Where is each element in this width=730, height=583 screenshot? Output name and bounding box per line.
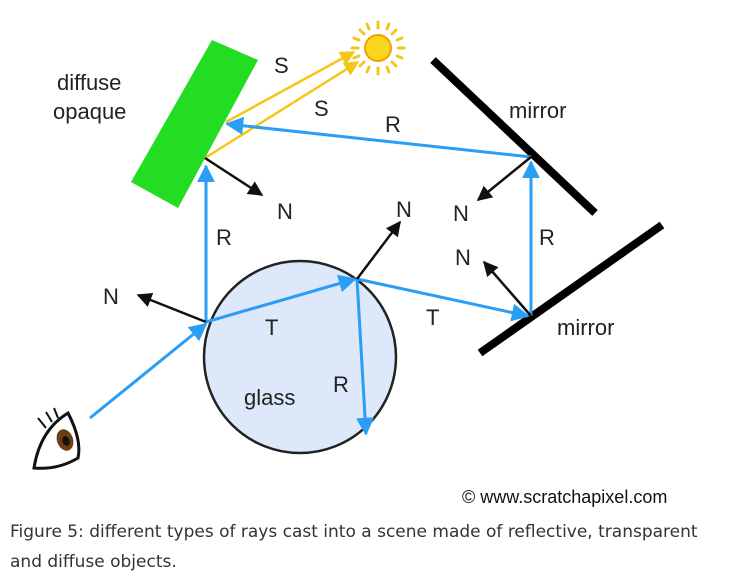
normal-diffuse	[204, 156, 264, 197]
transmission-ray-out	[356, 277, 530, 322]
mirror-bottom	[477, 221, 665, 357]
label-shadow-ray-1: S	[274, 53, 289, 78]
label-transmission-glass: T	[265, 315, 278, 340]
reflection-ray-to-diffuse-top	[225, 116, 532, 159]
figure-caption: Figure 5: different types of rays cast i…	[10, 522, 698, 572]
label-normal-glass-top: N	[396, 197, 412, 222]
ray-diagram: diffuse opaque mirror mirror glass S S R…	[32, 20, 667, 507]
label-normal-eye: N	[103, 284, 119, 309]
diffuse-object	[131, 40, 258, 208]
label-reflection-top: R	[385, 112, 401, 137]
label-diffuse: diffuse	[57, 70, 121, 95]
glass-sphere	[202, 259, 398, 455]
label-transmission-out: T	[426, 305, 439, 330]
normal-mirror-top	[476, 156, 532, 201]
reflection-ray-in-glass	[355, 278, 375, 436]
label-normal-diffuse: N	[277, 199, 293, 224]
label-mirror-top: mirror	[509, 98, 566, 123]
credit-text: © www.scratchapixel.com	[462, 487, 667, 507]
label-reflection-right: R	[539, 225, 555, 250]
transmission-ray-in-glass	[205, 274, 357, 324]
eye-icon	[32, 407, 81, 470]
label-shadow-ray-2: S	[314, 96, 329, 121]
shadow-ray-2	[204, 60, 360, 160]
label-normal-mirror-top: N	[453, 201, 469, 226]
label-mirror-bottom: mirror	[557, 315, 614, 340]
normal-eye-hit	[136, 293, 207, 324]
primary-ray	[89, 322, 208, 420]
shadow-ray-1	[225, 50, 356, 124]
mirror-top	[430, 57, 598, 216]
label-reflection-left: R	[216, 225, 232, 250]
label-normal-mirror-bottom: N	[455, 245, 471, 270]
label-opaque: opaque	[53, 99, 126, 124]
sun-icon	[350, 20, 406, 76]
label-reflection-glass: R	[333, 372, 349, 397]
normal-mirror-bottom	[483, 260, 532, 317]
label-glass: glass	[244, 385, 295, 410]
normal-glass-top	[356, 220, 401, 280]
